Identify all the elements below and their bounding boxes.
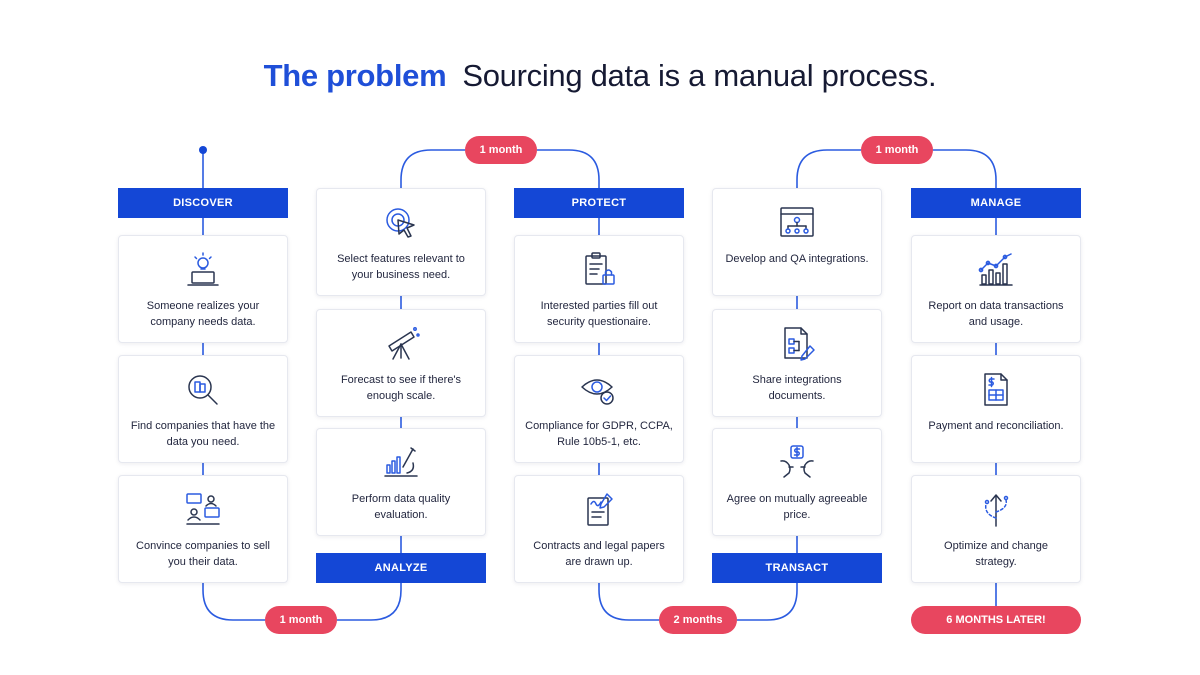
step-text: Someone realizes your company needs data… [146,300,260,328]
step-text: Perform data quality evaluation. [351,493,451,521]
people-chat-icon [183,490,223,530]
title-rest: Sourcing data is a manual process. [462,58,937,93]
microscope-chart-icon [381,443,421,483]
step-text: Agree on mutually agreeable price. [726,493,868,521]
step-card: Forecast to see if there's enough scale. [316,309,486,417]
duration-pill: 1 month [465,136,537,164]
step-text: Develop and QA integrations. [725,253,869,265]
step-card: Share integrations documents. [712,309,882,417]
document-signature-icon [579,490,619,530]
step-text: Payment and reconciliation. [928,420,1064,432]
step-text: Forecast to see if there's enough scale. [340,374,462,402]
step-text: Contracts and legal papers are drawn up. [533,540,665,568]
step-card: Interested parties fill out security que… [514,235,684,343]
step-text: Optimize and change strategy. [944,540,1048,568]
end-pill: 6 MONTHS LATER! [911,606,1081,634]
handshake-dollar-icon [777,443,817,483]
browser-network-icon [777,203,817,243]
clipboard-lock-icon [579,250,619,290]
step-text: Select features relevant to your busines… [337,253,465,281]
magnifier-building-icon [183,370,223,410]
step-card: Develop and QA integrations. [712,188,882,296]
step-text: Report on data transactions and usage. [928,300,1064,328]
arc-analyze-protect [400,149,600,188]
step-card: Payment and reconciliation. [911,355,1081,463]
arrow-strategy-icon [976,490,1016,530]
step-card: Convince companies to sell you their dat… [118,475,288,583]
arc-transact-manage [796,149,997,188]
document-pencil-icon [777,324,817,364]
lightbulb-laptop-icon [183,250,223,290]
invoice-dollar-icon [976,370,1016,410]
step-card: Someone realizes your company needs data… [118,235,288,343]
step-card: Compliance for GDPR, CCPA, Rule 10b5-1, … [514,355,684,463]
page-title: The problem Sourcing data is a manual pro… [0,58,1200,94]
column-header: TRANSACT [712,553,882,583]
step-card: Report on data transactions and usage. [911,235,1081,343]
step-text: Share integrations documents. [752,374,842,402]
column-header: PROTECT [514,188,684,218]
column-header: MANAGE [911,188,1081,218]
duration-pill: 1 month [265,606,337,634]
duration-pill: 2 months [659,606,737,634]
step-card: Contracts and legal papers are drawn up. [514,475,684,583]
telescope-icon [381,324,421,364]
eye-check-icon [579,370,619,410]
step-card: Optimize and change strategy. [911,475,1081,583]
line-bar-chart-icon [976,250,1016,290]
column-header: DISCOVER [118,188,288,218]
step-card: Select features relevant to your busines… [316,188,486,296]
step-card: Perform data quality evaluation. [316,428,486,536]
column-header: ANALYZE [316,553,486,583]
arc-protect-transact [598,581,798,621]
title-highlight: The problem [263,58,447,93]
step-card: Find companies that have the data you ne… [118,355,288,463]
start-pin-dot [199,146,207,154]
step-text: Find companies that have the data you ne… [130,420,276,448]
step-text: Interested parties fill out security que… [540,300,658,328]
arc-discover-analyze [202,581,402,621]
duration-pill: 1 month [861,136,933,164]
step-card: Agree on mutually agreeable price. [712,428,882,536]
cursor-click-icon [381,203,421,243]
step-text: Compliance for GDPR, CCPA, Rule 10b5-1, … [525,420,673,448]
step-text: Convince companies to sell you their dat… [136,540,270,568]
